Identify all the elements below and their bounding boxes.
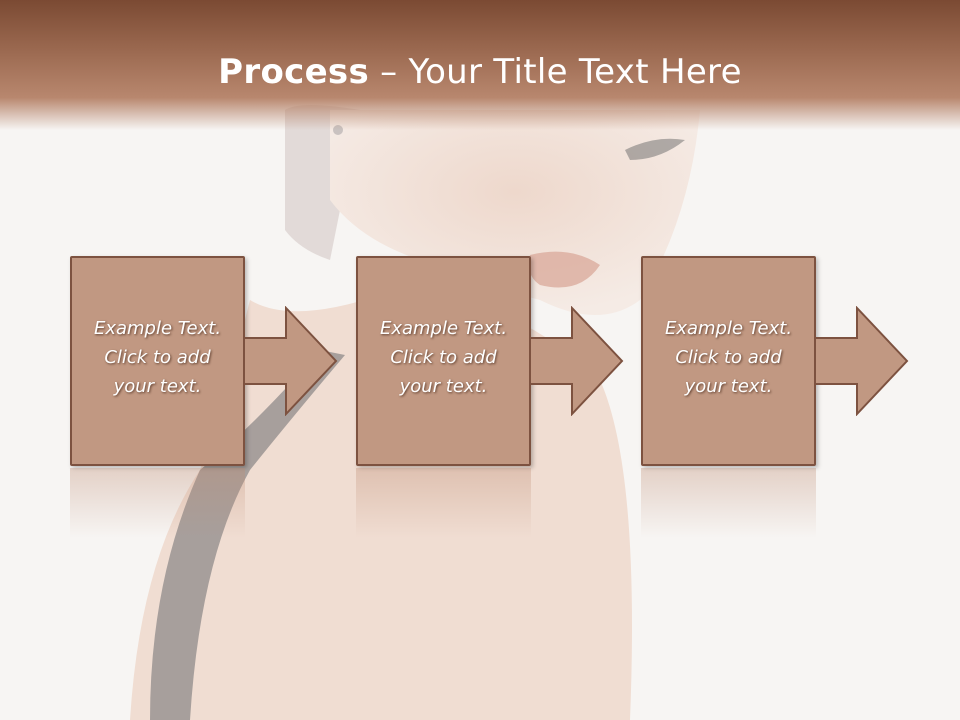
step-text[interactable]: Example Text. Click to add your text. bbox=[379, 318, 508, 397]
arrow-right-icon bbox=[529, 306, 624, 416]
arrow-right-icon bbox=[814, 306, 909, 416]
slide-title[interactable]: Process – Your Title Text Here bbox=[0, 52, 960, 92]
step-reflection bbox=[70, 468, 245, 538]
arrow-right-icon bbox=[243, 306, 338, 416]
step-box[interactable]: Example Text. Click to add your text. bbox=[70, 256, 245, 466]
step-box[interactable]: Example Text. Click to add your text. bbox=[641, 256, 816, 466]
step-box[interactable]: Example Text. Click to add your text. bbox=[356, 256, 531, 466]
process-step-3[interactable]: Example Text. Click to add your text. bbox=[641, 256, 816, 538]
step-reflection bbox=[356, 468, 531, 538]
title-banner bbox=[0, 0, 960, 130]
step-reflection bbox=[641, 468, 816, 538]
title-bold-part: Process bbox=[218, 52, 370, 92]
process-step-2[interactable]: Example Text. Click to add your text. bbox=[356, 256, 531, 538]
step-text[interactable]: Example Text. Click to add your text. bbox=[664, 318, 793, 397]
step-text[interactable]: Example Text. Click to add your text. bbox=[93, 318, 222, 397]
process-step-1[interactable]: Example Text. Click to add your text. bbox=[70, 256, 245, 538]
title-rest-part: – Your Title Text Here bbox=[369, 52, 742, 92]
